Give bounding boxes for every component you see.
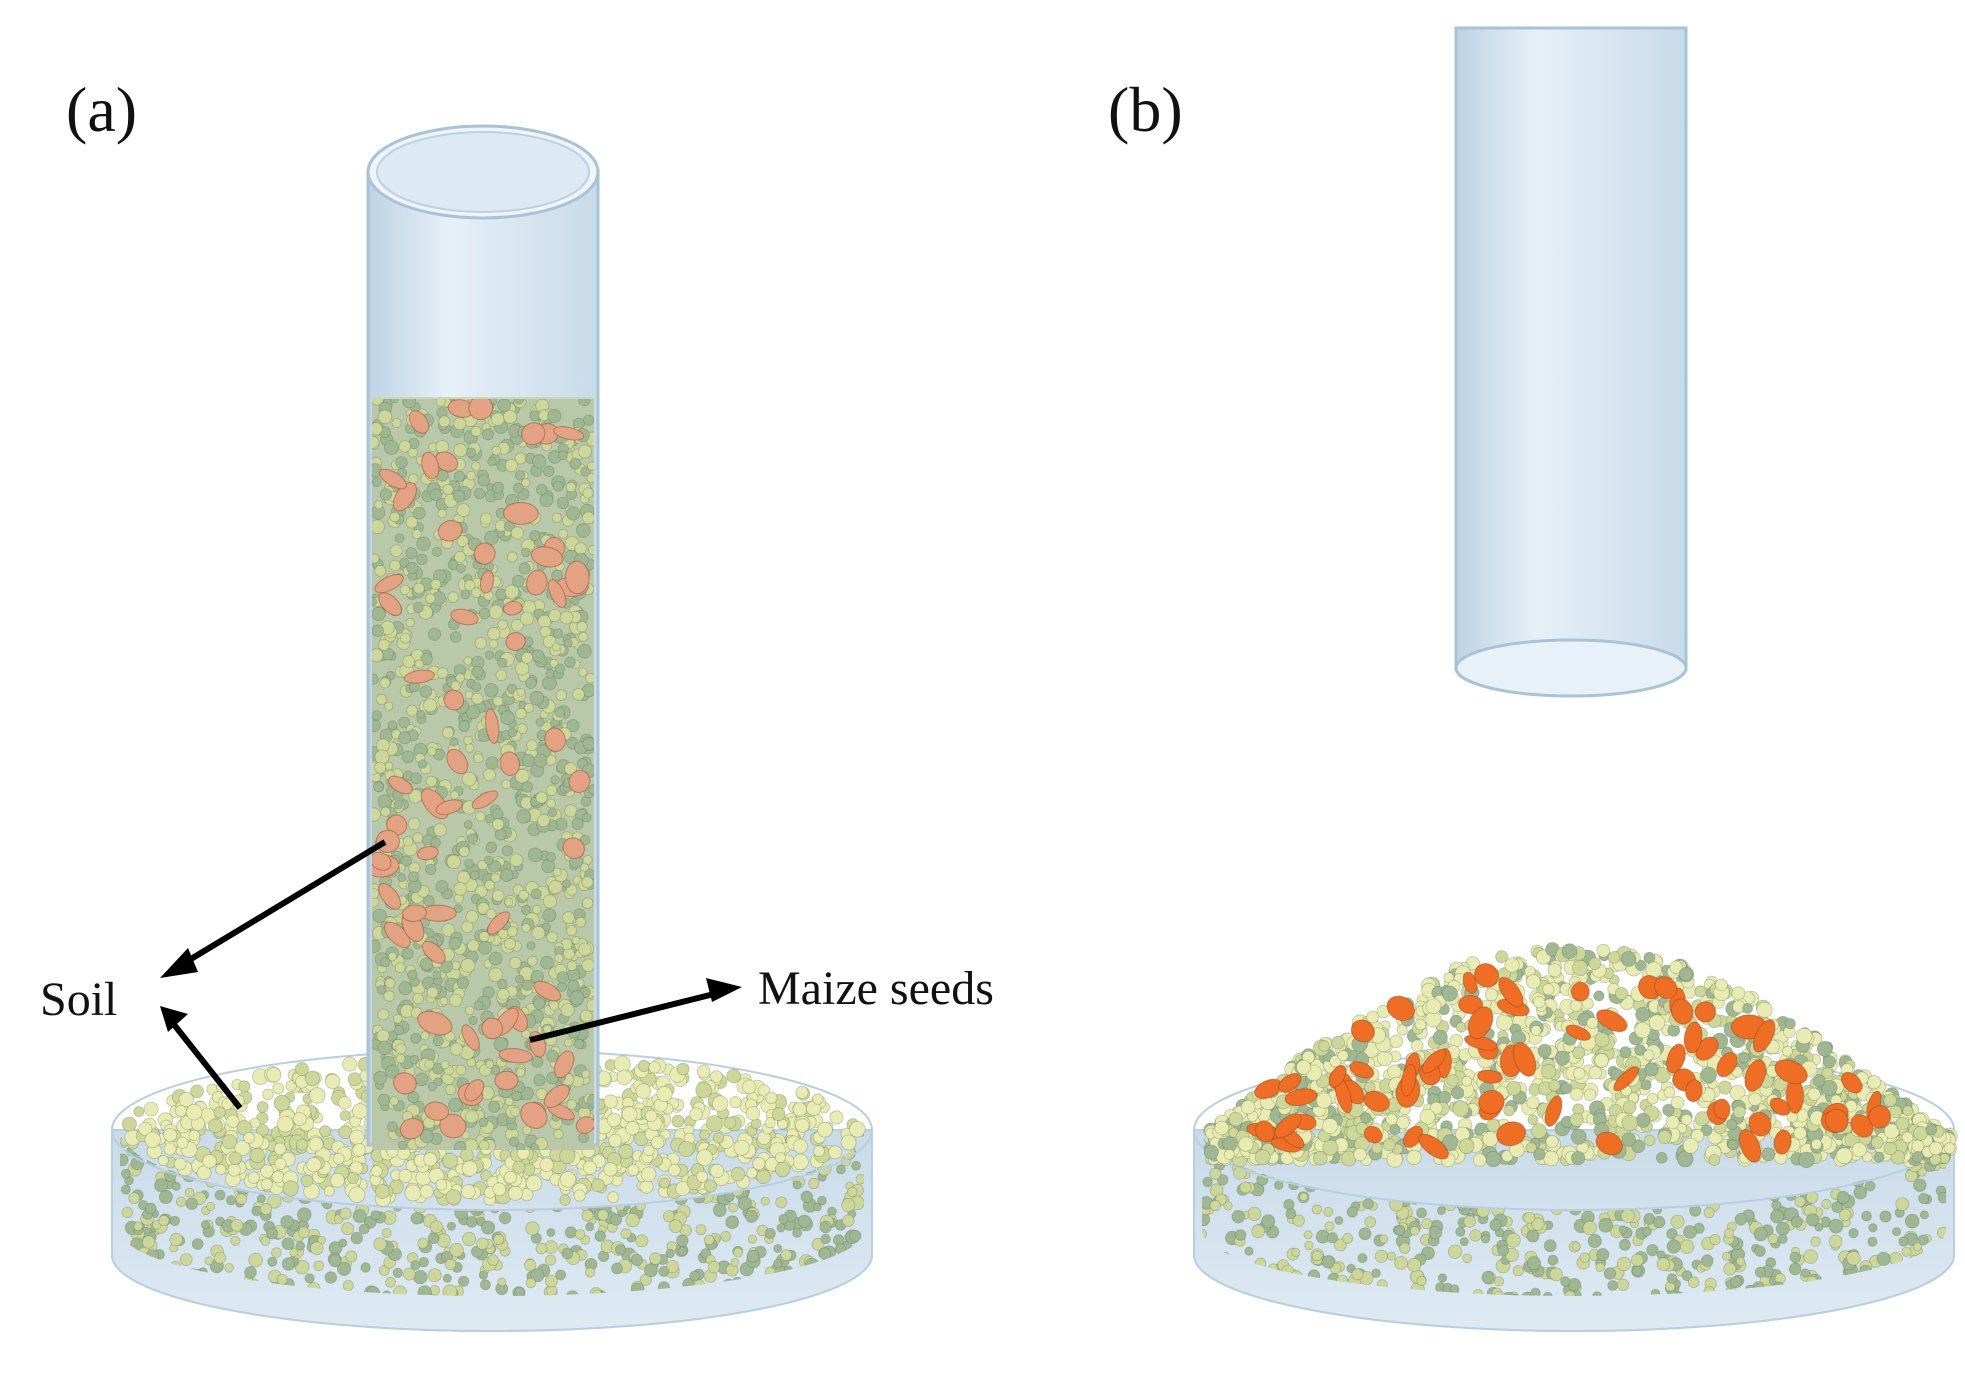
arrow-soil-column-head: [160, 948, 198, 978]
column-particles-a: [364, 391, 600, 1153]
panel-label-b: (b): [1108, 78, 1183, 142]
arrow-seeds-head: [706, 978, 742, 1002]
arrow-soil-column: [176, 842, 385, 968]
cylinder-a: [364, 126, 600, 1153]
panel-b: [1194, 28, 1957, 1331]
cylinder-b: [1456, 28, 1686, 696]
maize-seeds-label: Maize seeds: [758, 965, 994, 1013]
soil-label: Soil: [40, 976, 117, 1024]
panel-a: [112, 126, 872, 1331]
panel-label-a: (a): [66, 78, 137, 142]
